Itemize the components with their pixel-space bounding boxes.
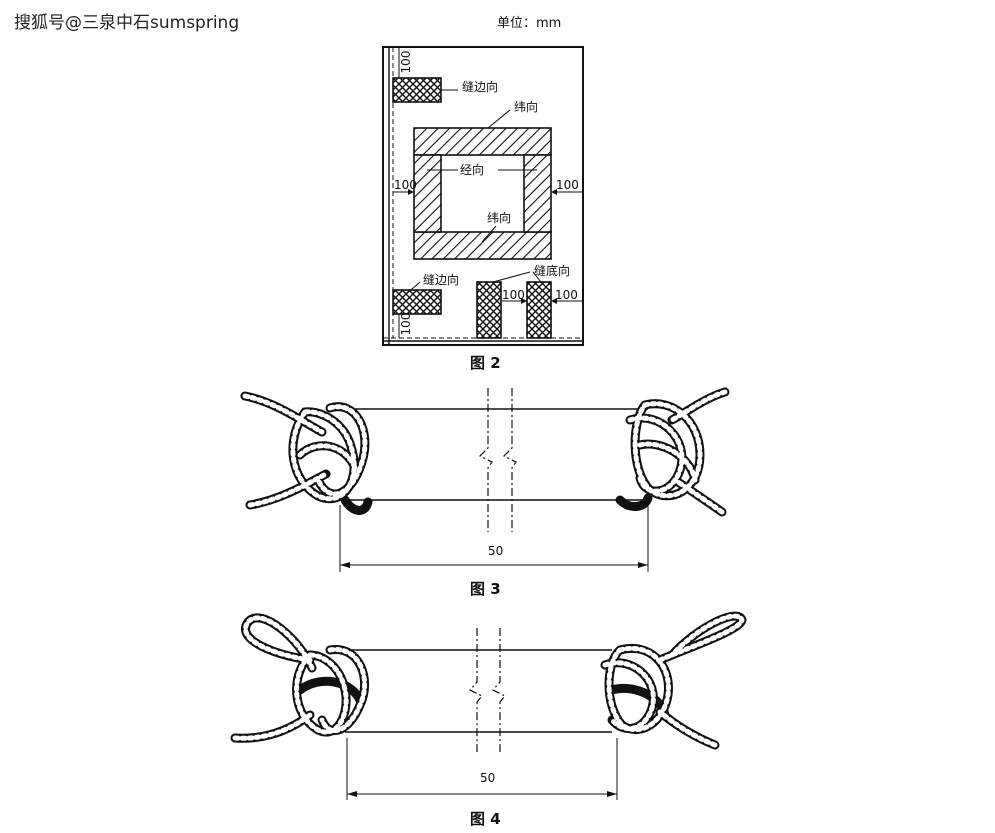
arrow-head [551, 189, 557, 195]
break-line-left [478, 388, 493, 532]
leader-line [492, 271, 531, 283]
fig3-caption: 图 3 [470, 580, 501, 598]
label-warp: 经向 [460, 162, 484, 177]
bottom-seam-specimen-2 [526, 281, 552, 339]
dim-bottom-right: 100 [555, 288, 578, 302]
rope-loop-left-texture [232, 615, 367, 741]
dim-top-left: 100 [399, 51, 413, 74]
weft-specimen-bottom [413, 231, 552, 260]
dim-left: 100 [394, 178, 417, 192]
label-selvage-bottom: 缝边向 [423, 272, 459, 287]
arrow-head [607, 791, 617, 797]
arrow-head [521, 298, 527, 304]
leader-line [487, 109, 511, 129]
break-line-right [502, 388, 517, 532]
rope-knot-right-texture [627, 389, 728, 515]
dim-bottom-mid: 100 [502, 288, 525, 302]
arrow-head [638, 562, 648, 568]
leader-line [403, 281, 421, 297]
fig2-caption: 图 2 [470, 354, 501, 372]
fig4-length: 50 [480, 771, 495, 785]
fig4-caption: 图 4 [470, 810, 501, 828]
selvage-specimen-top [392, 77, 442, 103]
break-line-left [469, 628, 483, 752]
selvage-specimen-bottom [392, 289, 442, 315]
label-weft-bottom: 纬向 [487, 210, 511, 225]
dim-bottom-left: 100 [399, 313, 413, 336]
warp-specimen-left [413, 154, 442, 233]
figure-2: 100 缝边向 纬向 经向 纬向 100 100 100 缝边向 缝底向 [382, 46, 584, 346]
arrow-head [347, 791, 357, 797]
fig3-length: 50 [488, 544, 503, 558]
bottom-seam-specimen-1 [476, 281, 502, 339]
dim-right: 100 [556, 178, 579, 192]
figure-3: 50 [240, 387, 730, 572]
figure-4: 50 [230, 611, 747, 800]
label-bottom-seam: 缝底向 [534, 263, 570, 278]
unit-label: 单位：mm [497, 16, 562, 31]
arrow-head [340, 562, 350, 568]
label-selvage-top: 缝边向 [462, 79, 498, 94]
rope-knot-left-texture [242, 393, 368, 508]
break-line-right [492, 628, 506, 752]
leader-line [481, 225, 497, 243]
leader-line [532, 271, 542, 283]
weft-specimen-top [413, 127, 552, 156]
fabric-sample-outline [382, 46, 584, 346]
arrow-head [551, 298, 557, 304]
warp-specimen-right [523, 154, 552, 233]
rope-loop-right-texture [602, 613, 745, 748]
watermark-text: 搜狐号@三泉中石sumspring [14, 13, 240, 33]
arrow-head [408, 189, 414, 195]
label-weft-top: 纬向 [514, 99, 538, 114]
